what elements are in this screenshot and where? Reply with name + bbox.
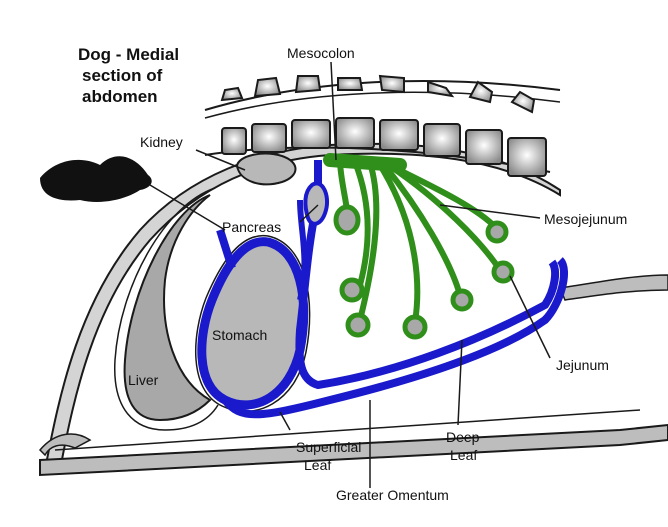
label-jejunum: Jejunum [556,357,609,373]
leader-lines [149,61,551,488]
ventral-body-wall [39,423,668,477]
label-deep-leaf-2: Leaf [450,447,477,463]
ventral-tip [38,433,92,457]
scribble-blob [40,156,152,202]
lesser-omentum [216,228,236,270]
pancreas [303,181,329,226]
title-line-3: abdomen [82,87,158,106]
ventral-body-wall-inner [54,409,641,451]
label-stomach: Stomach [212,327,267,343]
omentum-return [297,199,308,301]
body-wall [43,142,561,471]
label-superficial-leaf-1: Superficial [296,439,361,455]
label-liver: Liver [128,372,159,388]
label-kidney: Kidney [140,134,183,150]
title-line-1: Dog - Medial [78,45,179,64]
vertebral-bodies [221,117,547,177]
title-line-2: section of [82,66,163,85]
label-greater-omentum: Greater Omentum [336,487,449,503]
label-deep-leaf-1: Deep [446,429,480,445]
label-superficial-leaf-2: Leaf [304,457,331,473]
spinal-canal-line-lower [204,91,561,119]
kidney [235,152,297,186]
caudal-wall [558,274,668,301]
superficial-leaf [221,257,568,419]
label-mesojejunum: Mesojejunum [544,211,627,227]
liver-capsule [114,187,219,431]
label-pancreas: Pancreas [222,219,281,235]
liver [123,194,212,422]
spinal-canal-line [204,80,561,111]
jejunum-loops [333,204,515,340]
label-mesocolon: Mesocolon [287,45,355,61]
mesentery [323,153,503,325]
stomach-wall-outline [194,234,311,413]
vertebral-spines [220,74,536,114]
